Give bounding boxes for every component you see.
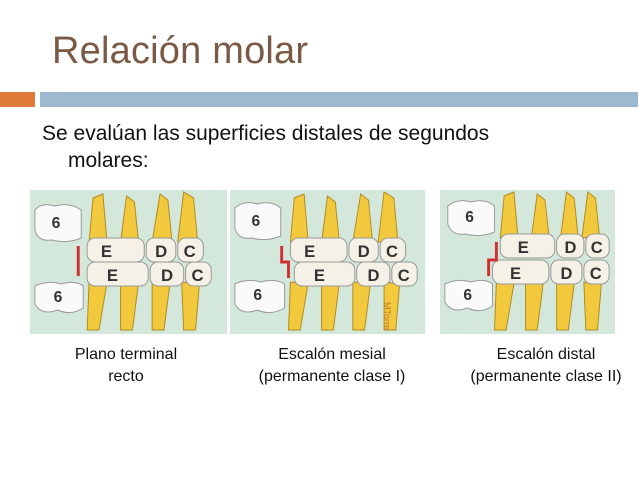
caption-plano-terminal-recto: Plano terminal recto — [74, 346, 178, 385]
upper-tooth-d-label: D — [358, 242, 370, 261]
diagram-plano-terminal-recto: 6 6 E D C E D C — [30, 190, 227, 334]
lower-molar-label: 6 — [463, 287, 472, 304]
upper-permanent-molar — [34, 204, 82, 243]
upper-tooth-c-label: C — [591, 238, 603, 257]
upper-permanent-molar — [447, 200, 495, 237]
watermark: MTorre — [382, 302, 392, 330]
terminal-plane-mark — [487, 242, 498, 276]
terminal-plane-mark — [280, 246, 290, 278]
lower-tooth-e-label: E — [510, 264, 521, 283]
upper-permanent-molar — [234, 202, 282, 241]
upper-molar-label: 6 — [465, 209, 474, 226]
body-text-line-1: Se evalúan las superficies distales de s… — [42, 122, 490, 145]
upper-tooth-e-label: E — [304, 242, 315, 261]
upper-tooth-d-label: D — [155, 242, 167, 261]
diagram-escalon-mesial: 6 6 E D C E D C MTorre — [230, 190, 425, 334]
lower-permanent-molar — [444, 279, 493, 312]
lower-tooth-d-label: D — [367, 266, 379, 285]
lower-tooth-d-label: D — [561, 264, 573, 283]
caption-escalon-mesial: Escalón mesial (permanente clase I) — [258, 346, 406, 385]
diagram-escalon-distal: 6 6 E D C E D C — [440, 190, 615, 334]
upper-tooth-c-label: C — [184, 242, 196, 261]
upper-molar-label: 6 — [251, 213, 260, 230]
lower-tooth-e-label: E — [107, 266, 118, 285]
caption-escalon-distal: Escalón distal (permanente clase II) — [470, 346, 622, 385]
upper-tooth-d-label: D — [564, 238, 576, 257]
lower-tooth-c-label: C — [192, 266, 204, 285]
body-text: Se evalúan las superficies distales de s… — [42, 120, 612, 174]
upper-tooth-e-label: E — [518, 238, 529, 257]
lower-molar-label: 6 — [253, 287, 262, 304]
lower-permanent-molar — [34, 281, 84, 314]
upper-tooth-e-label: E — [101, 242, 112, 261]
lower-tooth-c-label: C — [398, 266, 410, 285]
upper-molar-label: 6 — [52, 215, 61, 232]
lower-permanent-molar — [234, 279, 286, 314]
lower-tooth-d-label: D — [161, 266, 173, 285]
accent-bar-orange — [0, 92, 35, 107]
lower-molar-label: 6 — [54, 289, 63, 306]
accent-bar-blue — [40, 92, 638, 107]
lower-tooth-c-label: C — [590, 264, 602, 283]
upper-tooth-c-label: C — [386, 242, 398, 261]
body-text-line-2: molares: — [68, 149, 149, 172]
lower-tooth-e-label: E — [314, 266, 325, 285]
slide-title: Relación molar — [52, 30, 309, 72]
